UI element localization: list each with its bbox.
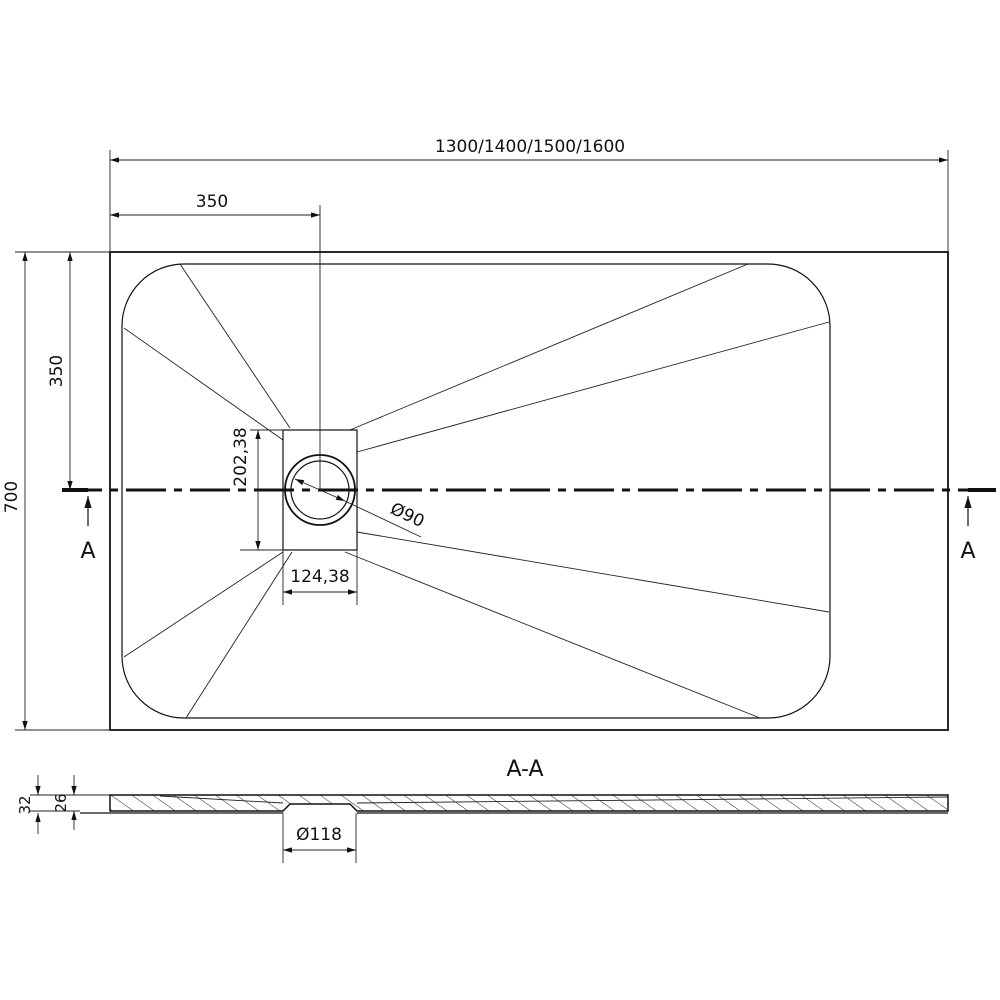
dim-section-total-height: 32 <box>16 795 34 814</box>
section-title: A-A <box>506 757 543 782</box>
section-body <box>109 794 949 812</box>
dim-section-drain-diameter: Ø118 <box>296 825 342 845</box>
dim-drain-box-width: 124,38 <box>290 567 349 587</box>
section-marker-left: A <box>80 539 95 564</box>
slope-lines <box>123 263 830 719</box>
dim-total-length: 1300/1400/1500/1600 <box>435 137 625 157</box>
dim-drain-diameter: Ø90 <box>387 499 427 532</box>
dim-drain-box-height: 202,38 <box>231 427 251 486</box>
dimensions: 1300/1400/1500/1600 350 700 350 202,38 1… <box>2 137 949 731</box>
dim-section-edge-height: 26 <box>52 793 70 812</box>
plan-view: A A <box>62 205 996 731</box>
dim-drain-offset-x: 350 <box>196 192 228 212</box>
section-view: A-A 32 26 Ø118 <box>16 757 949 863</box>
dim-drain-offset-y: 350 <box>47 355 67 387</box>
dim-width: 700 <box>2 481 22 513</box>
section-marker-right: A <box>960 539 975 564</box>
